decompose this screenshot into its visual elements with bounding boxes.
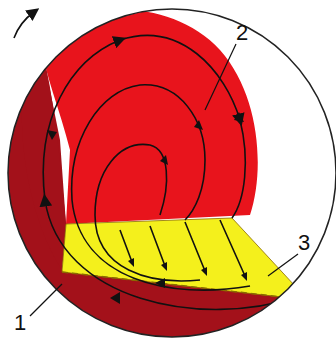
callout-number: 3 — [298, 232, 310, 254]
callout-number: 1 — [14, 312, 26, 334]
callout-number: 2 — [236, 22, 248, 44]
